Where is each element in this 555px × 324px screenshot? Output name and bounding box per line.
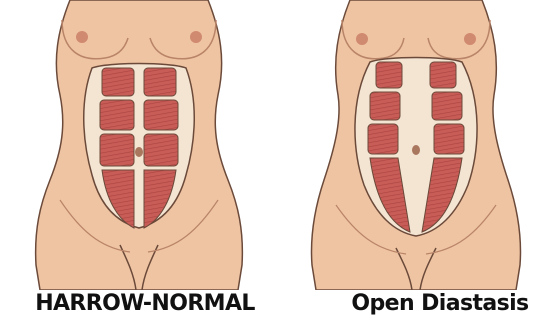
rectus-right-2 [432, 92, 462, 120]
rectus-left-3 [100, 134, 134, 166]
right-nipple [190, 31, 202, 43]
rectus-right-1 [144, 68, 176, 96]
rectus-left-1 [376, 62, 402, 88]
rectus-right-2 [144, 100, 178, 130]
left-nipple [76, 31, 88, 43]
navel [135, 147, 143, 157]
rectus-left-2 [370, 92, 400, 120]
rectus-right-3 [434, 124, 464, 154]
left-nipple [356, 33, 368, 45]
rectus-left-3 [368, 124, 398, 154]
normal-abdomen-illustration [0, 0, 278, 290]
diastasis-abdomen-illustration [278, 0, 555, 290]
rectus-left-2 [100, 100, 134, 130]
caption-normal: HARROW-NORMAL [0, 287, 290, 321]
rectus-right-3 [144, 134, 178, 166]
caption-diastasis: Open Diastasis [320, 287, 555, 321]
navel [412, 145, 420, 155]
rectus-left-1 [102, 68, 134, 96]
right-nipple [464, 33, 476, 45]
rectus-right-1 [430, 62, 456, 88]
